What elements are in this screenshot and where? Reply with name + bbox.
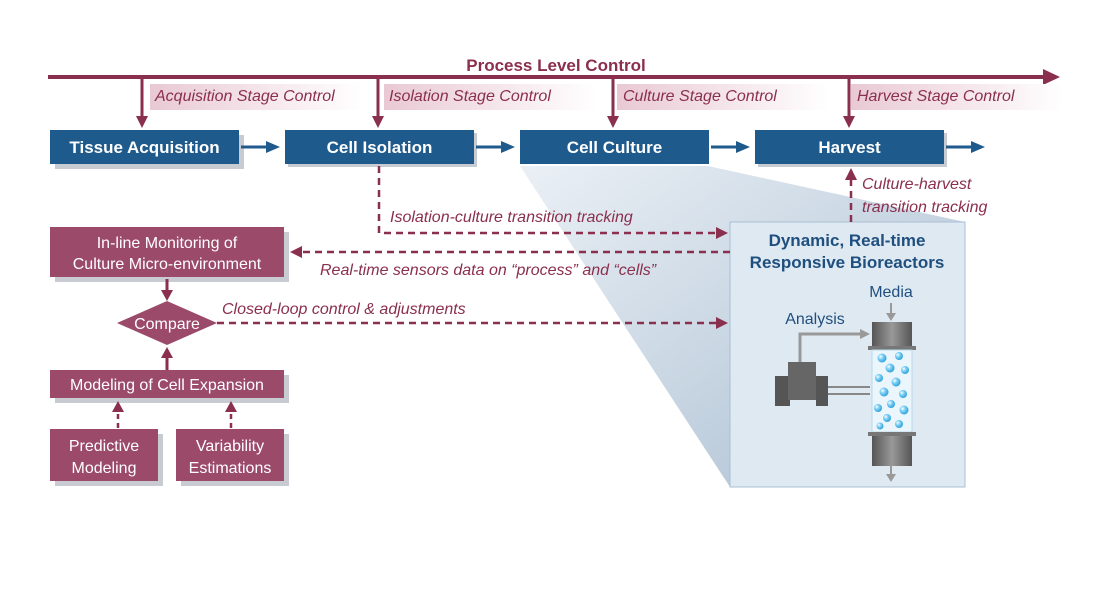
model-to-compare-head	[161, 347, 173, 358]
sensor-flange	[775, 376, 790, 406]
flow-arrowhead-3	[736, 141, 750, 153]
modeling-label: Modeling of Cell Expansion	[70, 377, 264, 394]
sensor-flange-right	[816, 376, 828, 406]
iso-control-arrowhead	[372, 116, 384, 128]
closed-loop-label: Closed-loop control & adjustments	[222, 301, 466, 318]
column-top-ring	[868, 346, 916, 350]
culture-harvest-label-1: Culture-harvest	[862, 176, 972, 193]
isolation-culture-tracking-line	[377, 166, 718, 235]
cult-stage-control-label: Culture Stage Control	[623, 88, 777, 105]
column-bottom-cap	[872, 436, 912, 466]
stage-cell-culture	[520, 130, 709, 164]
iso-stage-control-label: Isolation Stage Control	[389, 88, 551, 105]
flow-arrowhead-1	[266, 141, 280, 153]
sensors-data-arrowhead	[290, 246, 302, 258]
column-top-cap	[872, 322, 912, 348]
stage-cell-isolation	[285, 130, 474, 164]
culture-harvest-label-2: transition tracking	[862, 199, 987, 216]
monitor-to-compare-head	[161, 290, 173, 301]
media-arrowhead	[886, 313, 896, 321]
column-bottom-ring	[868, 432, 916, 436]
stage-cell-culture-label: Cell Culture	[567, 138, 662, 157]
acq-control-band	[150, 84, 362, 110]
modeling-box	[50, 370, 284, 398]
stage-tissue-acquisition-label: Tissue Acquisition	[69, 138, 219, 157]
harv-control-arrowhead	[843, 116, 855, 128]
cell-bubbles	[874, 352, 909, 430]
stage-tissue-acquisition	[50, 130, 239, 164]
predictive-modeling-box	[50, 429, 158, 481]
closed-loop-arrowhead	[716, 317, 728, 329]
flow-arrowhead-4	[971, 141, 985, 153]
compare-label: Compare	[134, 316, 200, 333]
acq-stage-control-label: Acquisition Stage Control	[154, 88, 335, 105]
column-glass	[871, 349, 913, 433]
bioreactor-title-line1: Dynamic, Real-time	[769, 231, 926, 250]
stage-harvest-label: Harvest	[818, 138, 881, 157]
predictive-to-model-head	[112, 401, 124, 412]
predictive-line2: Modeling	[72, 460, 137, 477]
monitoring-line1: In-line Monitoring of	[97, 235, 238, 252]
cult-control-arrowhead	[607, 116, 619, 128]
variability-estimations-box	[176, 429, 284, 481]
stage-cell-isolation-label: Cell Isolation	[327, 138, 433, 157]
analysis-arrowhead	[860, 329, 870, 339]
stage-harvest	[755, 130, 944, 164]
variability-line2: Estimations	[189, 460, 272, 477]
process-title: Process Level Control	[466, 56, 646, 75]
variability-line1: Variability	[196, 438, 264, 455]
media-label: Media	[869, 284, 913, 301]
sensor-body	[788, 362, 816, 400]
cult-control-band	[617, 84, 829, 110]
acq-control-arrowhead	[136, 116, 148, 128]
sensors-data-label: Real-time sensors data on “process” and …	[320, 262, 657, 279]
compare-diamond	[117, 301, 217, 345]
bioreactor-title-line2: Responsive Bioreactors	[750, 253, 945, 272]
culture-harvest-arrowhead	[845, 168, 857, 180]
culture-projection-beam	[520, 166, 965, 487]
bioreactor-panel	[729, 221, 966, 488]
predictive-line1: Predictive	[69, 438, 139, 455]
iso-control-band	[384, 84, 596, 110]
isolation-culture-arrowhead	[716, 227, 728, 239]
monitoring-line2: Culture Micro-environment	[73, 256, 262, 273]
analysis-label: Analysis	[785, 311, 845, 328]
isolation-culture-label: Isolation-culture transition tracking	[390, 209, 633, 226]
analysis-pipe	[798, 332, 862, 362]
variability-to-model-head	[225, 401, 237, 412]
monitoring-box	[50, 227, 284, 277]
flow-arrowhead-2	[501, 141, 515, 153]
process-arrow-head	[1043, 69, 1060, 85]
outlet-arrowhead	[886, 474, 896, 482]
harv-stage-control-label: Harvest Stage Control	[857, 88, 1015, 105]
harv-control-band	[851, 84, 1063, 110]
